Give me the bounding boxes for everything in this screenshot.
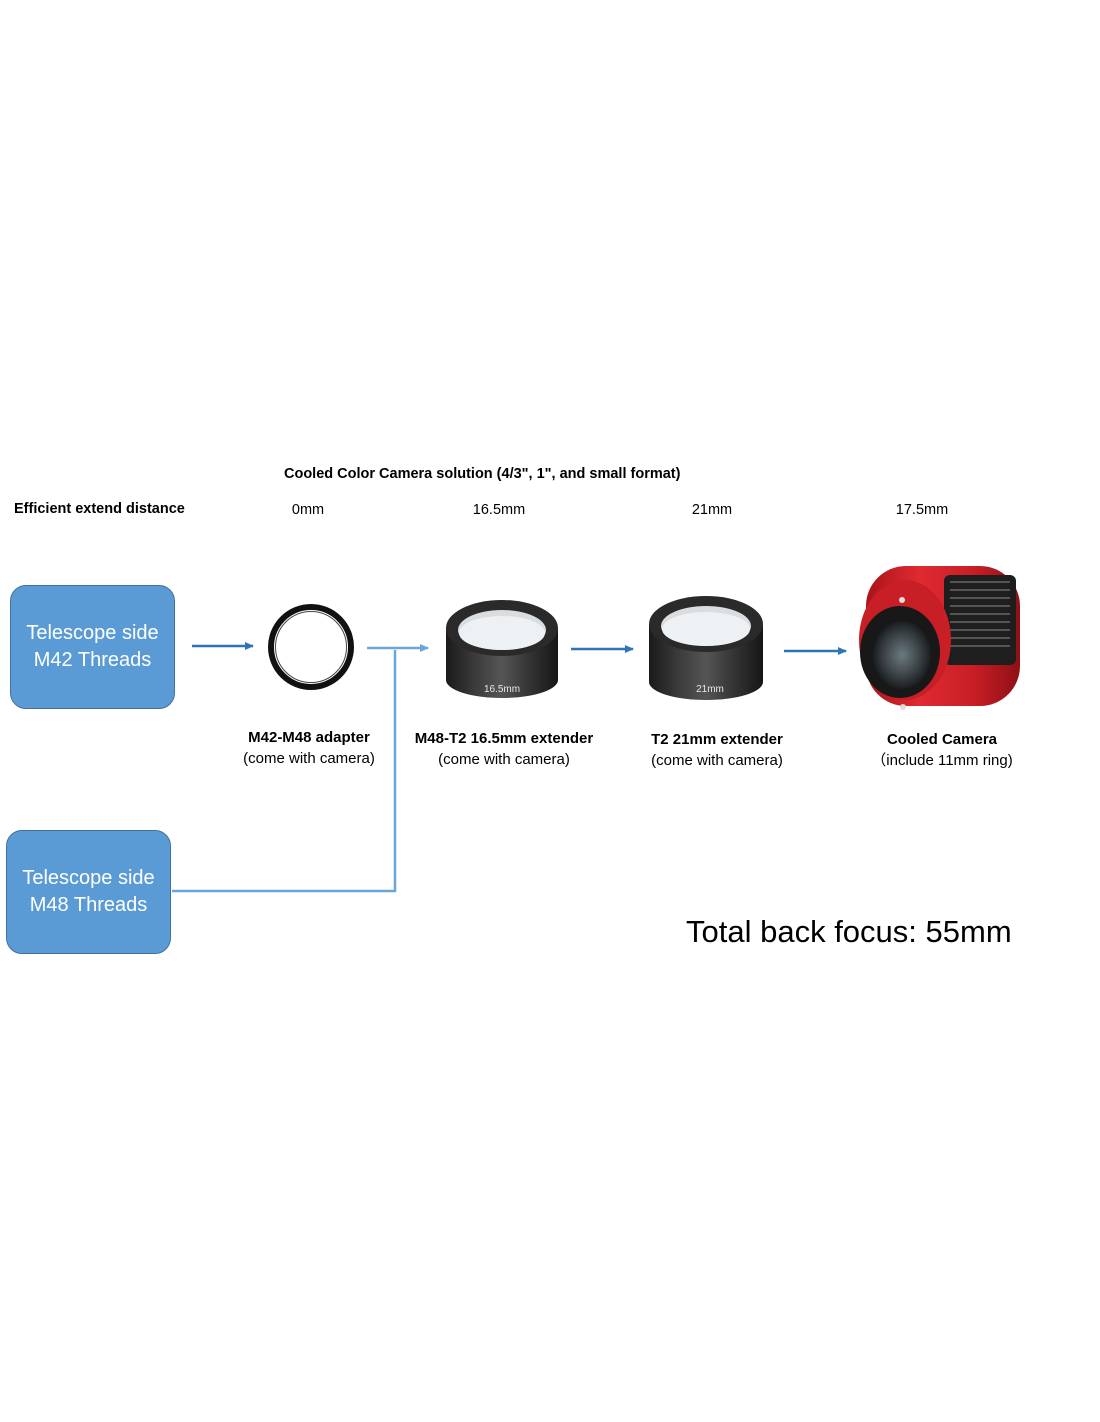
distance-camera: 17.5mm (895, 502, 949, 518)
caption-extender-21: T2 21mm extender (come with camera) (651, 729, 783, 771)
telescope-m48-line2: M48 Threads (29, 894, 148, 916)
distance-adapter: 0mm (291, 502, 325, 518)
extender-16-image: 16.5mm (446, 600, 558, 698)
distance-label: Efficient extend distance (14, 501, 185, 517)
adapter-ring-image (268, 604, 354, 690)
connector-m48 (172, 650, 397, 893)
caption-camera: Cooled Camera （include 11mm ring) (871, 729, 1012, 771)
caption-extender-16-note: (come with camera) (438, 751, 570, 768)
caption-camera-name: Cooled Camera (886, 731, 998, 748)
caption-extender-16: M48-T2 16.5mm extender (come with camera… (415, 728, 593, 770)
caption-extender-16-name: M48-T2 16.5mm extender (414, 730, 594, 747)
telescope-m42-box: Telescope side M42 Threads (10, 585, 175, 709)
distance-extender-21: 21mm (691, 502, 733, 518)
diagram-title: Cooled Color Camera solution (4/3", 1", … (284, 466, 681, 482)
telescope-m48-line1: Telescope side (22, 867, 155, 889)
caption-adapter-note: (come with camera) (243, 750, 375, 767)
distance-extender-16: 16.5mm (472, 502, 526, 518)
telescope-m42-line1: Telescope side (26, 622, 159, 644)
total-back-focus: Total back focus: 55mm (686, 914, 1012, 949)
telescope-m42-line2: M42 Threads (33, 649, 152, 671)
camera-image (859, 566, 1020, 710)
caption-extender-21-note: (come with camera) (651, 752, 783, 769)
caption-camera-note: （include 11mm ring) (871, 752, 1013, 769)
caption-adapter-name: M42-M48 adapter (248, 729, 370, 746)
caption-extender-21-name: T2 21mm extender (651, 731, 783, 748)
caption-adapter: M42-M48 adapter (come with camera) (243, 727, 375, 769)
extender-21-image: 21mm (649, 596, 763, 700)
extender-16-engraving: 16.5mm (484, 684, 520, 695)
extender-21-engraving: 21mm (696, 684, 724, 695)
telescope-m48-box: Telescope side M48 Threads (6, 830, 171, 954)
